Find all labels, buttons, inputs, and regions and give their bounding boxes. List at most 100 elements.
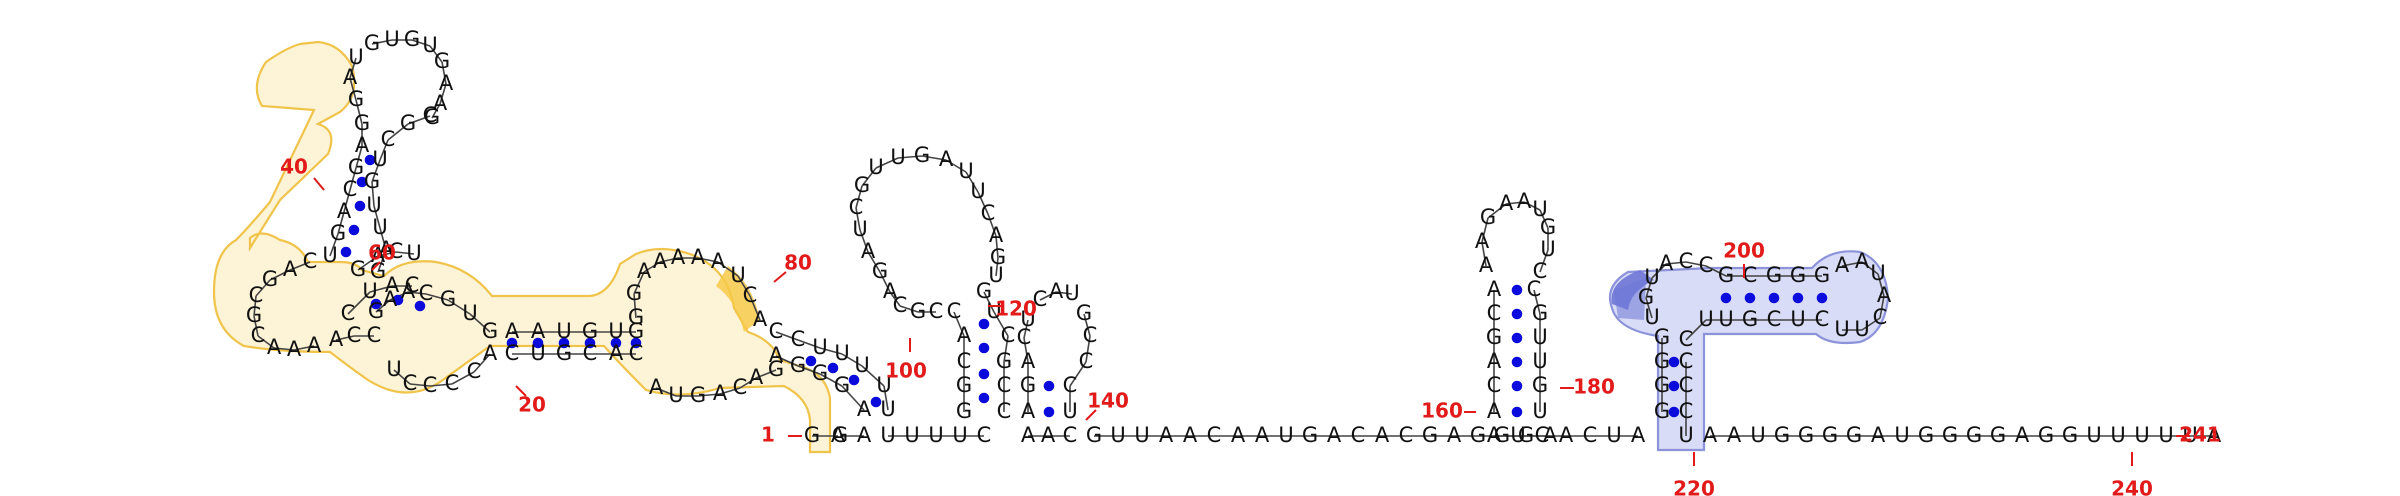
backbone-link bbox=[257, 335, 275, 349]
pair-layer bbox=[340, 154, 1828, 418]
base-pair-dot bbox=[392, 294, 404, 306]
base-pair-dot bbox=[1768, 292, 1780, 304]
backbone-link bbox=[775, 355, 799, 367]
backbone-link bbox=[737, 275, 751, 297]
nucleotide-loop-mid: U bbox=[462, 301, 477, 325]
nucleotide-loop-80-lower: G bbox=[768, 357, 784, 381]
base-pair-dot bbox=[978, 392, 990, 404]
nucleotide-stem-top: U bbox=[556, 319, 571, 343]
backbone-link bbox=[1481, 217, 1489, 243]
base-pair-dot bbox=[414, 300, 426, 312]
backbone-link bbox=[1861, 261, 1879, 275]
position-tick bbox=[313, 177, 325, 191]
nucleotide-up-stem: U bbox=[322, 243, 337, 267]
backbone-link bbox=[855, 185, 863, 209]
nucleotide-hairpin-140-5: G bbox=[1020, 373, 1036, 397]
domain-yellow-region bbox=[212, 40, 832, 454]
backbone-link bbox=[447, 299, 471, 315]
base-pair-dot bbox=[584, 337, 596, 349]
position-label-p60: 60 bbox=[368, 241, 396, 265]
nucleotide-blue-hairpin-5: C bbox=[1743, 263, 1758, 287]
base-pair-dot bbox=[1668, 380, 1680, 392]
nucleotide-blue-stem-5: G bbox=[1654, 373, 1670, 397]
nucleotide-stem-bottom: C bbox=[629, 341, 644, 365]
base-pair-dot bbox=[1043, 406, 1055, 418]
base-pair-dot bbox=[340, 246, 352, 258]
nucleotide-mid-stem-3: G bbox=[996, 349, 1012, 373]
nucleotide-top-loop: A bbox=[433, 91, 448, 115]
backbone-link bbox=[379, 227, 387, 251]
nucleotide-tall-hairpin-5: G bbox=[1486, 325, 1502, 349]
backbone-link bbox=[1039, 291, 1057, 301]
nucleotide-stem-top: G bbox=[582, 319, 598, 343]
nucleotide-big-loop: A bbox=[939, 147, 954, 171]
nucleotide-helix-3: U bbox=[880, 397, 895, 421]
backbone-link bbox=[983, 291, 995, 313]
base-pair-dot bbox=[978, 318, 990, 330]
nucleotide-3prime-tail: G bbox=[1774, 423, 1790, 447]
position-label-p140: 140 bbox=[1087, 389, 1129, 413]
backbone-link bbox=[1705, 265, 1727, 277]
nucleotide-3prime-tail: G bbox=[2038, 423, 2054, 447]
nucleotide-3prime-tail: G bbox=[1798, 423, 1814, 447]
backbone-link bbox=[841, 385, 865, 411]
backbone-layer bbox=[253, 39, 2214, 437]
backbone-link bbox=[819, 347, 843, 355]
backbone-link bbox=[451, 371, 475, 385]
base-pair-dot bbox=[532, 337, 544, 349]
backbone-link bbox=[1685, 261, 1707, 267]
nucleotide-loop-mid: G bbox=[440, 287, 456, 311]
backbone-link bbox=[349, 77, 357, 101]
nucleotide-linker-3: C bbox=[1535, 423, 1550, 447]
backbone-link bbox=[965, 171, 979, 193]
nucleotide-tall-hairpin-3: U bbox=[1532, 399, 1547, 423]
nucleotide-branch-inner: G bbox=[350, 257, 366, 281]
nucleotide-mid-stem-5: G bbox=[956, 399, 972, 423]
nucleotide-tall-hairpin-3: U bbox=[1532, 349, 1547, 373]
nucleotide-top-loop: G bbox=[404, 27, 420, 51]
nucleotide-tall-hairpin-loop: G bbox=[1540, 215, 1556, 239]
nucleotide-big-loop: G bbox=[872, 259, 888, 283]
nucleotide-linker-3: A bbox=[1559, 423, 1574, 447]
nucleotide-helix-3: U bbox=[812, 335, 827, 359]
nucleotide-helix-5: A bbox=[769, 343, 784, 367]
nucleotide-up-stem: G bbox=[354, 111, 370, 135]
backbone-link bbox=[1645, 297, 1653, 319]
nucleotide-blue-stem-3: C bbox=[1679, 399, 1694, 423]
backbone-link bbox=[387, 123, 409, 141]
backbone-link bbox=[1085, 335, 1091, 363]
nucleotide-linker-3: C bbox=[1583, 423, 1598, 447]
base-pair-dot bbox=[1511, 380, 1523, 392]
position-label-p160: 160 bbox=[1421, 399, 1463, 423]
backbone-link bbox=[395, 251, 415, 255]
base-pair-dot bbox=[1744, 292, 1756, 304]
nucleotide-helix-3: C bbox=[769, 319, 784, 343]
nucleotide-linker-long: C bbox=[1207, 423, 1222, 447]
base-pair-dot bbox=[630, 337, 642, 349]
backbone-link bbox=[355, 145, 363, 169]
backbone-link bbox=[441, 61, 447, 85]
nucleotide-3prime-tail: G bbox=[1822, 423, 1838, 447]
nucleotide-big-loop: G bbox=[910, 299, 926, 323]
nucleotide-mid-stem-3: C bbox=[997, 399, 1012, 423]
backbone-link bbox=[373, 205, 381, 229]
backbone-link bbox=[411, 39, 431, 47]
nucleotide-5prime-run: G bbox=[832, 423, 848, 447]
nucleotide-stem-top: G bbox=[628, 319, 644, 343]
backbone-link bbox=[375, 299, 391, 313]
nucleotide-top-loop: G bbox=[434, 49, 450, 73]
position-label-p1: 1 bbox=[761, 423, 775, 447]
nucleotide-up-stem-3: U bbox=[366, 193, 381, 217]
backbone-link bbox=[1861, 317, 1881, 331]
nucleotide-tall-hairpin-5: C bbox=[1487, 373, 1502, 397]
nucleotide-big-loop: G bbox=[914, 143, 930, 167]
nucleotide-stem-top: U bbox=[608, 319, 623, 343]
nucleotide-blue-stem-3: C bbox=[1679, 349, 1694, 373]
nucleotide-up-stem: A bbox=[337, 199, 352, 223]
nucleotide-3prime-tail: U bbox=[2086, 423, 2101, 447]
backbone-link bbox=[995, 235, 999, 259]
nucleotide-branch-inner: C bbox=[389, 239, 404, 263]
backbone-link bbox=[371, 181, 375, 207]
nucleotide-up-stem: A bbox=[355, 133, 370, 157]
